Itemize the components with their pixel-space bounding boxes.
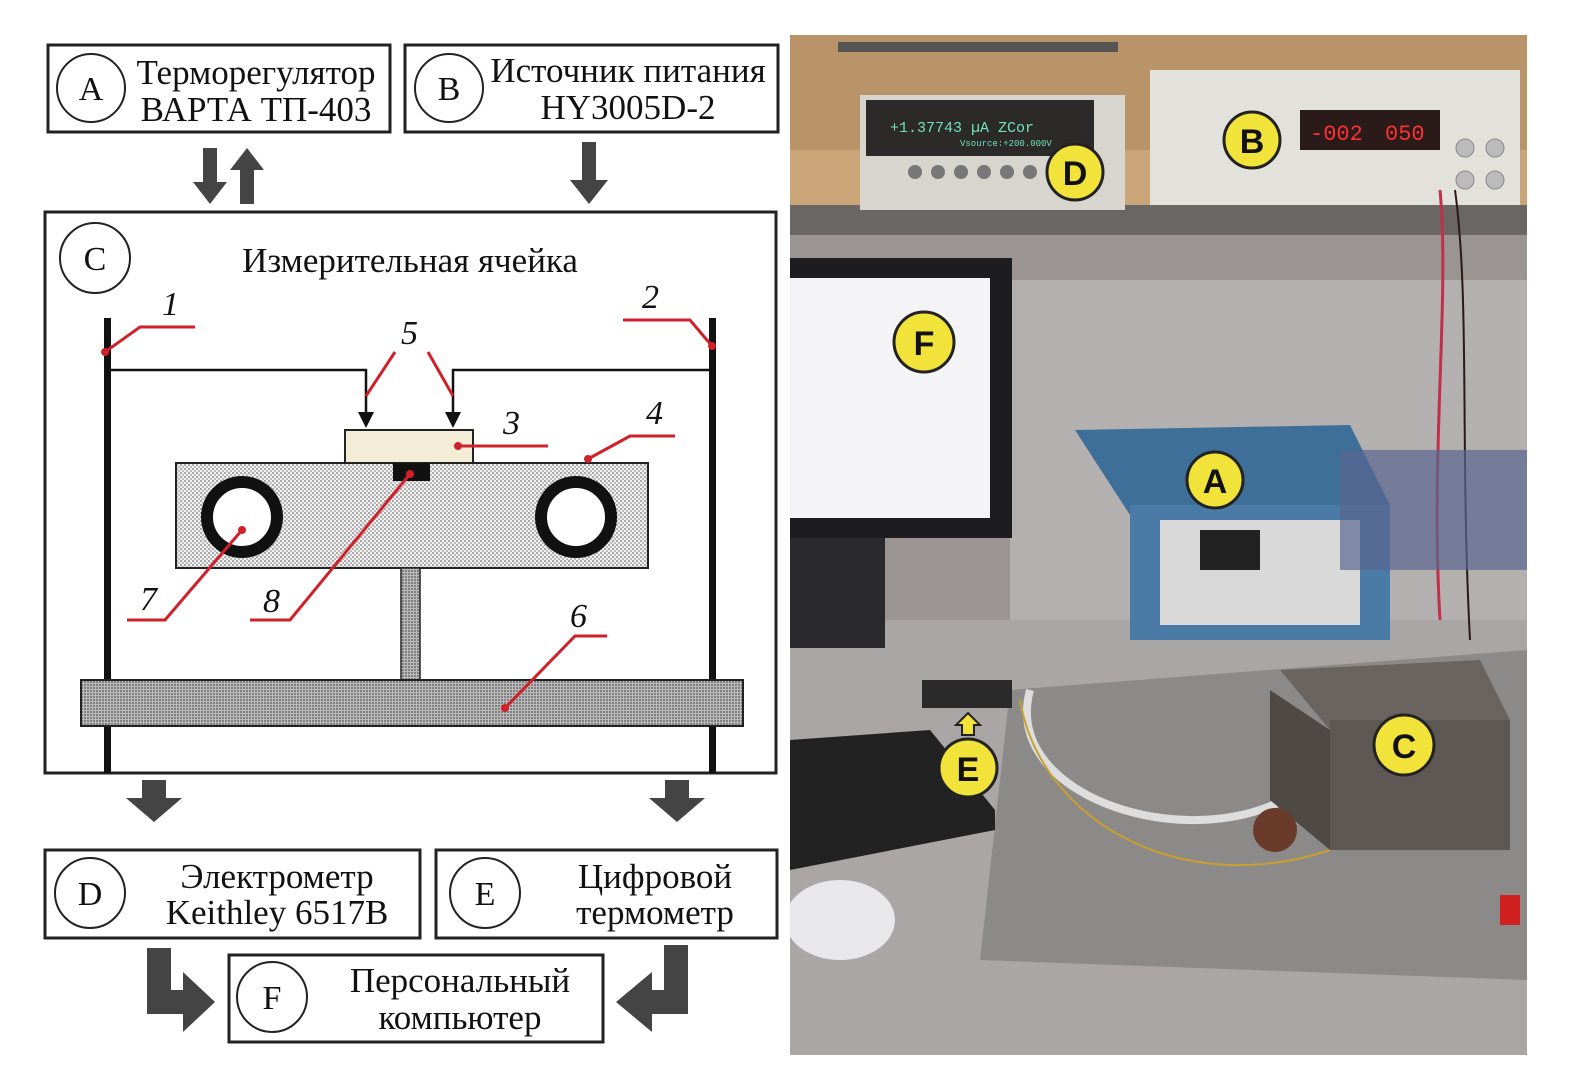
psu-current-display: 050 [1385, 122, 1425, 147]
svg-text:A: A [1203, 463, 1228, 501]
svg-text:D: D [1063, 155, 1088, 193]
block-letter: A [79, 71, 104, 108]
photo-label-f: F [892, 310, 956, 374]
block-letter: C [84, 241, 107, 278]
photo-power-supply: -002 050 [1150, 70, 1520, 205]
part-number: 2 [642, 279, 659, 316]
block-letter: B [438, 71, 461, 108]
block-letter: F [263, 980, 282, 1017]
heating-element-left [201, 476, 283, 558]
photo-label-d: D [1045, 142, 1105, 202]
electrode-post-right [709, 318, 716, 773]
arrow-up-icon [230, 148, 264, 204]
photo-label-e: E [937, 711, 999, 799]
photo-monitor [790, 258, 1012, 648]
svg-text:F: F [914, 325, 935, 363]
wire-right [451, 368, 709, 418]
leader-lines [104, 318, 714, 710]
electrometer-subdisplay: Vsource:+200.000V [960, 139, 1052, 149]
arrows-bottom [126, 780, 705, 822]
block-caption: Keithley 6517B [166, 893, 389, 932]
cable [1023, 688, 1303, 824]
contact-arrow-right [445, 412, 461, 428]
block-caption: Терморегулятор [137, 53, 376, 92]
block-caption: Цифровой [578, 857, 732, 896]
block-letter-circle [54, 857, 126, 929]
block-b-power-supply: B Источник питания HY3005D-2 [403, 43, 780, 134]
base-plate [80, 679, 744, 727]
block-letter: D [78, 876, 103, 913]
block-letter: E [475, 876, 496, 913]
electrometer-display: +1.37743 µA ZCor [890, 120, 1034, 137]
svg-text:C: C [1392, 728, 1417, 766]
block-letter-circle [449, 857, 521, 929]
cell-title: Измерительная ячейка [242, 241, 578, 280]
block-caption: Источник питания [490, 51, 765, 90]
block-letter-circle [56, 53, 126, 123]
part-number: 3 [502, 405, 520, 442]
part-number: 7 [140, 581, 159, 618]
wire-left [111, 368, 368, 418]
svg-text:B: B [1240, 123, 1265, 161]
arrows-top [193, 142, 608, 204]
part-number: 8 [263, 583, 280, 620]
block-d-electrometer: D Электрометр Keithley 6517B [43, 848, 422, 940]
arrow-bent-left-icon [616, 945, 688, 1032]
block-caption: термометр [576, 893, 734, 932]
part-number: 6 [570, 598, 587, 635]
photo-label-a: A [1185, 450, 1245, 510]
psu-voltage-display: -002 [1310, 122, 1363, 147]
photo-mouse [790, 880, 895, 960]
block-caption: компьютер [379, 998, 542, 1037]
electrode-post-left [104, 318, 111, 773]
photo-labels: B D F A E C [892, 110, 1436, 799]
block-caption: Персональный [350, 961, 570, 1000]
stand [400, 567, 421, 681]
block-letter-circle [59, 222, 131, 294]
contact-arrow-left [358, 412, 374, 428]
block-e-digital-thermometer: E Цифровой термометр [434, 848, 779, 940]
arrow-down-icon [193, 148, 227, 204]
photo-label-b: B [1222, 110, 1282, 170]
photo-thermometer [922, 680, 1012, 708]
block-letter-circle [236, 961, 308, 1033]
arrow-bent-right-icon [147, 948, 215, 1032]
heating-element-right [535, 476, 617, 558]
block-a-thermoregulator: A Терморегулятор ВАРТА ТП-403 [46, 43, 392, 134]
part-number: 5 [401, 315, 418, 352]
arrow-down-icon [126, 780, 182, 822]
photo-measurement-cell [1253, 660, 1510, 852]
arrow-down-icon [649, 780, 705, 822]
part-number: 4 [646, 395, 663, 432]
part-number: 1 [162, 286, 179, 323]
arrow-down-icon [570, 142, 608, 204]
block-caption: HY3005D-2 [541, 88, 716, 127]
setup-photo: +1.37743 µA ZCor Vsource:+200.000V -002 … [790, 35, 1527, 1055]
photo-label-c: C [1372, 713, 1436, 777]
leader-dots [101, 342, 716, 712]
cable [1019, 699, 1331, 867]
block-letter-circle [414, 53, 484, 123]
block-f-computer: F Персональный компьютер [227, 953, 605, 1044]
arrows-to-computer [147, 945, 688, 1032]
sample [344, 429, 474, 464]
block-caption: ВАРТА ТП-403 [141, 90, 372, 129]
block-caption: Электрометр [180, 857, 373, 896]
block-c-measurement-cell: C Измерительная ячейка [43, 210, 778, 775]
arrow-up-icon [953, 711, 983, 736]
svg-text:E: E [957, 751, 980, 789]
